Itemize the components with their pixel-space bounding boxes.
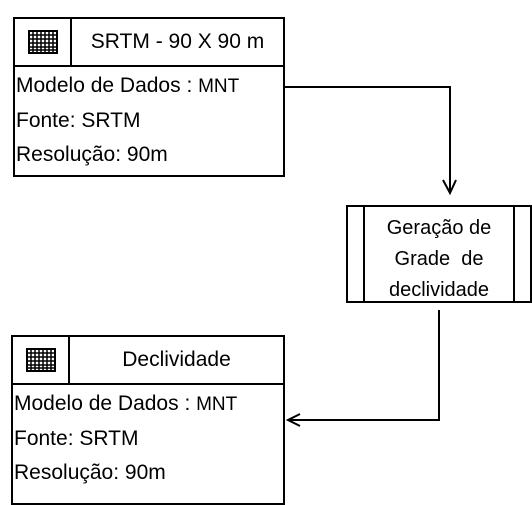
output-box-header: Declividade	[13, 337, 283, 385]
process-label: Geração de Grade de declividade	[365, 213, 513, 306]
arrowhead-down	[442, 179, 457, 196]
modelo-label: Modelo de Dados :	[16, 74, 199, 97]
process-line-2: Grade de	[394, 248, 484, 270]
process-box: Geração de Grade de declividade	[346, 205, 532, 303]
grid-icon	[28, 30, 58, 54]
source-box-title: SRTM - 90 X 90 m	[90, 30, 265, 53]
process-right-bar	[513, 207, 515, 301]
source-data-box: SRTM - 90 X 90 m Modelo de Dados : MNT F…	[13, 17, 285, 177]
output-fonte-line: Fonte: SRTM	[14, 427, 139, 450]
output-modelo-line: Modelo de Dados : MNT	[14, 387, 283, 422]
process-line-3: declividade	[388, 279, 490, 301]
source-modelo-line: Modelo de Dados : MNT	[16, 69, 283, 104]
process-line-1: Geração de	[386, 217, 492, 239]
source-resolucao-line: Resolução: 90m	[16, 143, 168, 166]
output-box-body: Modelo de Dados : MNT Fonte: SRTM Resolu…	[13, 385, 283, 503]
connector-lines	[285, 86, 457, 427]
arrowhead-left	[285, 413, 301, 427]
modelo-label: Modelo de Dados :	[14, 392, 197, 415]
connector-source-to-process	[285, 86, 451, 191]
output-resolucao-line: Resolução: 90m	[14, 461, 166, 484]
connector-process-to-output	[289, 310, 440, 421]
source-icon-cell	[15, 19, 72, 65]
source-fonte-line: Fonte: SRTM	[16, 109, 141, 132]
output-data-box: Declividade Modelo de Dados : MNT Fonte:…	[11, 335, 285, 505]
source-box-header: SRTM - 90 X 90 m	[15, 19, 283, 67]
modelo-value: MNT	[196, 394, 238, 415]
modelo-value: MNT	[198, 76, 240, 97]
output-icon-cell	[13, 337, 70, 383]
grid-icon	[26, 348, 56, 372]
output-box-title: Declividade	[122, 348, 231, 371]
process-left-bar	[363, 207, 365, 301]
source-box-body: Modelo de Dados : MNT Fonte: SRTM Resolu…	[15, 67, 283, 175]
